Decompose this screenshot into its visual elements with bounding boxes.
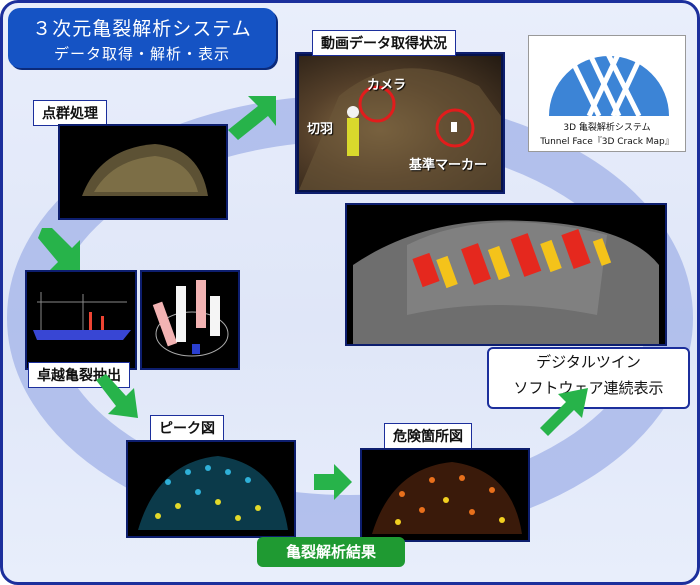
crack-3d-graphic xyxy=(353,220,659,344)
marker-annotation: 基準マーカー xyxy=(409,158,488,173)
video-panel: カメラ 切羽 基準マーカー xyxy=(295,52,505,194)
green-arrow-icon xyxy=(96,374,138,418)
peak-label: ピーク図 xyxy=(150,415,224,441)
green-arrow-icon xyxy=(38,228,80,270)
peak-graphic xyxy=(138,456,288,530)
pointcloud-panel xyxy=(58,124,228,220)
green-arrow-icon xyxy=(314,464,352,500)
logo-caption-1: 3D 亀裂解析システム xyxy=(563,123,651,133)
extract-graphic-left xyxy=(33,292,131,340)
pointcloud-graphic xyxy=(82,144,208,196)
danger-panel xyxy=(360,448,530,542)
camera-marker-circle xyxy=(358,85,396,123)
extract-panel-right xyxy=(140,270,240,370)
digital-twin-box: デジタルツイン ソフトウェア連続表示 xyxy=(487,347,690,409)
logo-triangle-icon xyxy=(549,42,669,118)
peak-panel xyxy=(126,440,296,538)
title-line2: データ取得・解析・表示 xyxy=(53,45,230,63)
reference-marker-circle xyxy=(435,108,475,148)
system-title: ３次元亀裂解析システム データ取得・解析・表示 xyxy=(8,8,276,68)
danger-label: 危険箇所図 xyxy=(384,423,472,449)
twin-line1: デジタルツイン xyxy=(536,353,641,371)
tunnel-photo-graphic xyxy=(299,68,501,190)
green-arrow-icon xyxy=(540,388,588,436)
green-arrow-icon xyxy=(228,96,276,140)
twin-line2: ソフトウェア連続表示 xyxy=(513,379,664,397)
pointcloud-label: 点群処理 xyxy=(33,100,107,126)
extract-label: 卓越亀裂抽出 xyxy=(28,362,130,388)
title-line1: ３次元亀裂解析システム xyxy=(32,18,252,40)
result-label: 亀裂解析結果 xyxy=(257,537,405,567)
face-annotation: 切羽 xyxy=(307,122,334,137)
logo: 3D 亀裂解析システム Tunnel Face『3D Crack Map』 xyxy=(528,35,686,152)
crack-3d-panel xyxy=(345,203,667,346)
danger-graphic xyxy=(372,462,522,534)
extract-panel-left xyxy=(25,270,137,370)
camera-annotation: カメラ xyxy=(367,78,407,93)
logo-caption-2: Tunnel Face『3D Crack Map』 xyxy=(540,137,674,147)
extract-graphic-right xyxy=(152,280,229,357)
tunnel-photo xyxy=(299,56,501,190)
video-label: 動画データ取得状況 xyxy=(312,30,456,56)
